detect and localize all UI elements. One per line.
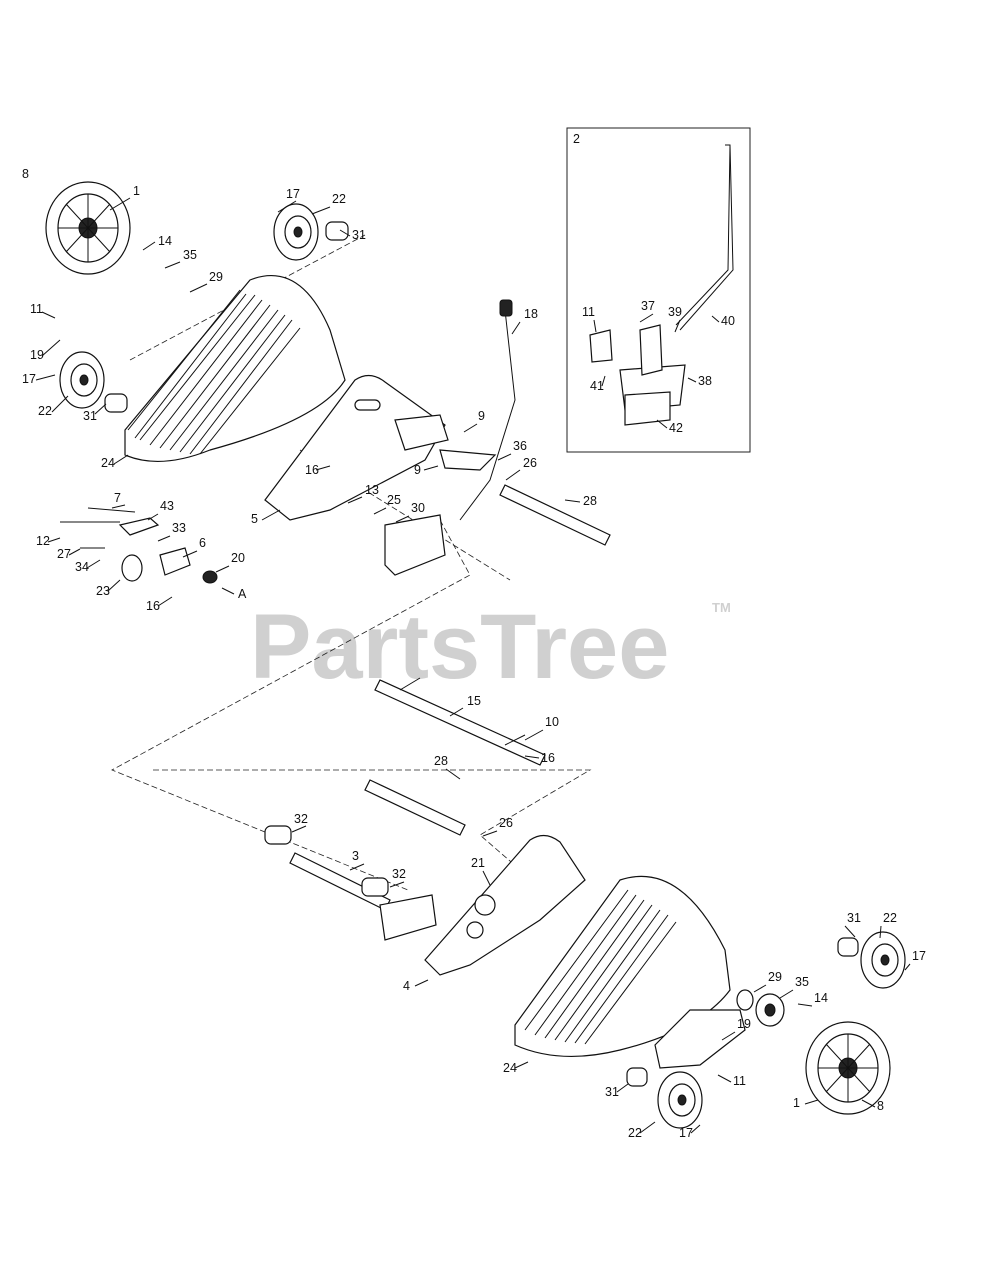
part-label: 9 <box>414 463 421 477</box>
shift-lever <box>459 299 516 521</box>
part-label: 8 <box>877 1099 884 1113</box>
part-label: 38 <box>698 374 712 388</box>
part-label: 10 <box>545 715 559 729</box>
part-label: 22 <box>883 911 897 925</box>
part-label: 17 <box>286 187 300 201</box>
part-label: 22 <box>628 1126 642 1140</box>
part-label: 16 <box>541 751 555 765</box>
pivot-arm-parts <box>60 507 218 584</box>
track-upper <box>124 275 346 462</box>
part-label: 3 <box>352 849 359 863</box>
part-label: 32 <box>392 867 406 881</box>
part-label: 33 <box>172 521 186 535</box>
part-label: 14 <box>814 991 828 1005</box>
shaft-28-lower <box>364 779 466 836</box>
part-label: 39 <box>668 305 682 319</box>
part-label: 37 <box>641 299 655 313</box>
part-label: 7 <box>114 491 121 505</box>
part-label: 35 <box>795 975 809 989</box>
shaft-3-and-bushings <box>264 825 437 941</box>
watermark: PartsTree <box>250 596 669 698</box>
part-label: 13 <box>365 483 379 497</box>
part-label: 16 <box>305 463 319 477</box>
part-label: 23 <box>96 584 110 598</box>
part-label: A <box>238 587 247 601</box>
watermark-tm: TM <box>712 600 731 615</box>
sprocket-wheel-upper <box>45 181 131 275</box>
part-label: 19 <box>737 1017 751 1031</box>
part-label: 5 <box>251 512 258 526</box>
part-label: 18 <box>524 307 538 321</box>
shaft-28-upper <box>499 484 611 546</box>
part-label: 6 <box>199 536 206 550</box>
part-label: 12 <box>36 534 50 548</box>
leader-lines <box>35 197 911 1134</box>
part-label: 1 <box>793 1096 800 1110</box>
part-label: 24 <box>101 456 115 470</box>
part-label: 8 <box>22 167 29 181</box>
part-label: 34 <box>75 560 89 574</box>
part-label: 31 <box>847 911 861 925</box>
part-label: 28 <box>583 494 597 508</box>
bearing-flange-lower <box>736 989 785 1027</box>
shaft-15 <box>374 677 546 766</box>
idler-wheel-upper-top <box>273 203 349 261</box>
part-label: 21 <box>471 856 485 870</box>
part-label: 11 <box>582 305 595 319</box>
part-label: 11 <box>733 1074 746 1088</box>
part-label: 11 <box>30 302 43 316</box>
part-label: 22 <box>38 404 52 418</box>
part-label: 28 <box>434 754 448 768</box>
part-label: 30 <box>411 501 425 515</box>
part-label: 27 <box>57 547 71 561</box>
idler-wheel-lower-bottom <box>626 1067 703 1129</box>
part-label: 32 <box>294 812 308 826</box>
part-label: 19 <box>30 348 44 362</box>
part-label: 14 <box>158 234 172 248</box>
part-label: 26 <box>523 456 537 470</box>
part-label: 17 <box>22 372 36 386</box>
idler-wheel-upper-left <box>59 351 128 413</box>
part-label: 31 <box>352 228 366 242</box>
part-label: 17 <box>679 1126 693 1140</box>
part-label: 40 <box>721 314 735 328</box>
sprocket-wheel-lower <box>805 1021 891 1115</box>
part-label: 1 <box>133 184 140 198</box>
part-label: 41 <box>590 379 604 393</box>
part-label: 31 <box>605 1085 619 1099</box>
bracket-plate-upper <box>384 449 497 576</box>
part-label: 26 <box>499 816 513 830</box>
part-label: 4 <box>403 979 410 993</box>
inset-number: 2 <box>573 132 580 146</box>
part-label: 17 <box>912 949 926 963</box>
part-label: 16 <box>146 599 160 613</box>
part-label: 42 <box>669 421 683 435</box>
part-label: 25 <box>387 493 401 507</box>
mounting-plate-upper <box>264 374 449 521</box>
part-label: 43 <box>160 499 174 513</box>
mounting-plate-lower <box>424 834 586 976</box>
guide-plate-lower <box>654 1009 746 1069</box>
part-label: 29 <box>768 970 782 984</box>
idler-wheel-lower-right <box>837 931 906 989</box>
part-label: 15 <box>467 694 481 708</box>
part-label: 20 <box>231 551 245 565</box>
part-label: 24 <box>503 1061 517 1075</box>
part-label: 29 <box>209 270 223 284</box>
part-label: 31 <box>83 409 97 423</box>
part-labels: 8 1 17 22 31 14 35 29 11 19 17 22 31 24 … <box>22 167 926 1140</box>
part-label: 22 <box>332 192 346 206</box>
part-label: 9 <box>478 409 485 423</box>
part-label: 35 <box>183 248 197 262</box>
part-label: 36 <box>513 439 527 453</box>
inset-lever <box>589 144 734 426</box>
inset-box <box>566 127 751 453</box>
